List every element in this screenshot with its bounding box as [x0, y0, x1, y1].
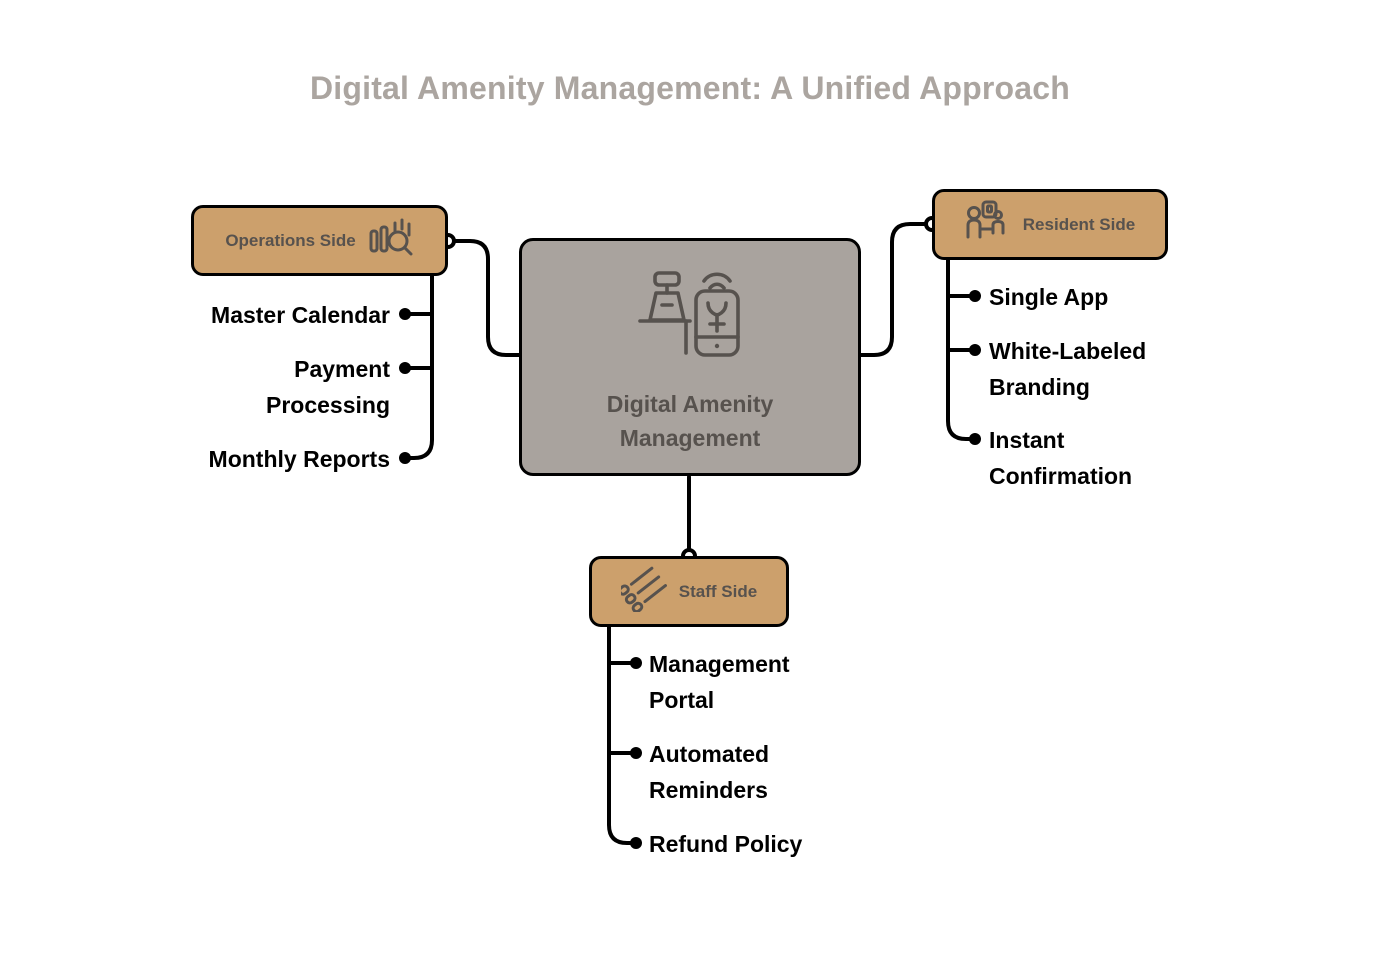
spine-staff [607, 625, 637, 845]
leaf-dot [399, 452, 411, 464]
diagonal-task-list-icon [617, 566, 667, 617]
leaf-dot [969, 344, 981, 356]
branch-node-staff[interactable]: Staff Side [589, 556, 789, 627]
leaf-resident-white-labeled-branding: White-Labeled Branding [989, 338, 1147, 400]
branch-node-staff-label: Staff Side [678, 581, 758, 601]
central-node-label: Digital Amenity Management [606, 391, 774, 451]
branch-node-operations-label: Operations Side [225, 230, 356, 250]
leaf-dot [630, 837, 642, 849]
leaf-staff-automated-reminders: Automated Reminders [649, 741, 770, 803]
leaf-dot [969, 290, 981, 302]
branch-node-resident-label: Resident Side [1022, 214, 1136, 234]
central-node[interactable]: Digital Amenity Management [519, 238, 861, 476]
leaf-resident-instant-confirmation: Instant Confirmation [989, 427, 1133, 489]
spine-operations [404, 274, 434, 460]
people-connection-icon [965, 199, 1011, 250]
leaf-dot [399, 308, 411, 320]
analytics-magnifier-icon [368, 215, 414, 266]
connector-center-operations [446, 239, 521, 357]
connector-center-resident [859, 222, 934, 357]
leaf-staff-management-portal: Management Portal [649, 651, 790, 713]
page-title: Digital Amenity Management: A Unified Ap… [309, 70, 1071, 106]
leaf-resident-single-app: Single App [989, 284, 1109, 310]
amenity-device-and-smartphone-icon [634, 259, 746, 364]
branch-node-resident[interactable]: Resident Side [932, 189, 1168, 260]
leaf-dot [630, 747, 642, 759]
leaf-operations-payment-processing: Payment Processing [266, 356, 390, 418]
spine-resident [946, 258, 976, 441]
branch-node-operations[interactable]: Operations Side [191, 205, 448, 276]
leaf-operations-master-calendar: Master Calendar [211, 302, 390, 328]
leaf-staff-refund-policy: Refund Policy [649, 831, 803, 857]
leaf-dot [969, 433, 981, 445]
leaf-dot [399, 362, 411, 374]
leaf-dot [630, 657, 642, 669]
leaf-operations-monthly-reports: Monthly Reports [208, 446, 390, 472]
